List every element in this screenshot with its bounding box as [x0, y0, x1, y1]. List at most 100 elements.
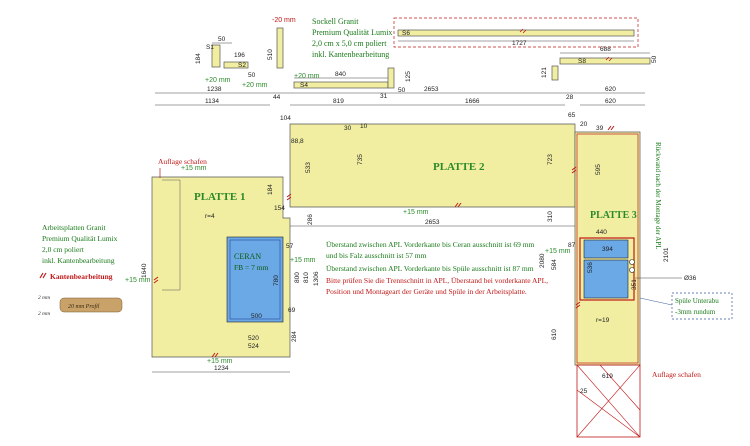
s4-end: 50	[398, 87, 406, 94]
dim-p1-520: 520	[248, 335, 259, 342]
s4-length: 840	[335, 71, 346, 78]
edge-profile-sample	[59, 297, 123, 313]
s8-side: 121	[541, 67, 548, 78]
dim-top-2653: 2653	[424, 86, 439, 93]
dim-top-819: 819	[333, 98, 344, 105]
dim-sink-440: 440	[596, 229, 607, 236]
sockel-note-line-1: Sockell Granit	[312, 17, 359, 26]
plate-1-label: PLATTE 1	[194, 191, 245, 203]
overhang-p1-top: +15 mm	[181, 165, 207, 172]
dim-top-620b: 620	[605, 98, 616, 105]
dim-top-104: 104	[280, 115, 291, 122]
s1-overhang-a: +20 mm	[205, 77, 231, 84]
s1-width: 196	[234, 52, 245, 59]
s8-length: 688	[600, 46, 611, 53]
sink-note-box	[671, 292, 733, 320]
sockel-s1	[211, 44, 221, 68]
overhang-p2-front: +15 mm	[403, 209, 429, 216]
material-note-line-3: 2,0 cm poliert	[42, 245, 85, 254]
dim-top-1134: 1134	[205, 98, 219, 105]
dim-sink-536: 536	[587, 262, 594, 273]
dim-top-28: 28	[566, 94, 574, 101]
cooktop-name: CERAN	[234, 252, 261, 261]
edge-mark	[605, 56, 613, 62]
sockel-note-line-3: 2,0 cm x 5,0 cm poliert	[312, 39, 387, 48]
s8-label: S8	[578, 58, 586, 65]
dim-p1-524: 524	[248, 343, 259, 350]
dim-p2-735: 735	[357, 154, 364, 165]
dim-p3-351: 351	[631, 279, 638, 290]
dim-p1-1640: 1640	[141, 263, 148, 278]
dim-sink-394: 394	[602, 246, 613, 253]
info-green-3: Überstand zwischen APL Vorderkante bis S…	[326, 264, 534, 273]
dim-top-620a: 620	[605, 86, 616, 93]
s1-top-width: 50	[218, 36, 226, 43]
edge-marks	[153, 125, 615, 358]
plate-3-inner-outline	[576, 133, 639, 364]
sink-note-line-1: Spüle Unterabu	[675, 297, 719, 305]
s8-height: 50	[651, 55, 658, 63]
sink-radius: r=19	[596, 317, 610, 324]
edge-legend-icon	[39, 272, 47, 279]
support-region-right	[576, 364, 641, 438]
sink-note-leader	[639, 297, 673, 306]
sockel-s8-return	[551, 65, 559, 81]
info-green-1: Überstand zwischen APL Vorderkante bis C…	[326, 240, 535, 249]
dim-p3-tap-hole: Ø36	[684, 275, 697, 282]
s4-side: 125	[405, 71, 412, 82]
dim-support-25: 25	[580, 388, 588, 395]
dim-p2-2653: 2653	[425, 219, 440, 226]
info-green-2: und bis Falz ausschnitt ist 57 mm	[326, 251, 427, 260]
plate-2-label: PLATTE 2	[433, 161, 485, 173]
top-small-overhang: -20 mm	[272, 17, 296, 24]
dim-p2-20: 20	[580, 121, 588, 128]
wall-note: Rückwand nach der Montage der APL	[654, 142, 662, 250]
dim-p1-284: 284	[291, 331, 298, 342]
tap-hole	[629, 267, 635, 273]
dim-top-1666: 1666	[465, 98, 480, 105]
info-red-1: Bitte prüfen Sie die Trennschnitt in APL…	[326, 276, 548, 285]
s1-label: S1	[206, 44, 214, 51]
material-note-line-2: Premium Qualität Lumix	[42, 234, 118, 243]
dim-p2-65: 65	[568, 112, 576, 119]
sink-main-bowl	[583, 259, 629, 299]
dim-cooktop-500: 500	[251, 313, 262, 320]
dim-top-44: 44	[273, 94, 281, 101]
overhang-p1-bottom: +15 mm	[207, 358, 233, 365]
s6-highlight-frame	[393, 17, 639, 48]
dim-p1-69: 69	[288, 307, 296, 314]
dim-p3-2080: 2080	[539, 253, 546, 268]
dim-p3-2101: 2101	[663, 247, 670, 262]
dim-top-1238: 1238	[207, 86, 222, 93]
sockel-vertical-length: 510	[267, 49, 274, 60]
edge-profile-dim-a: 2 mm	[38, 295, 50, 301]
cooktop-cutout	[226, 236, 284, 323]
dim-p1-184: 184	[267, 184, 274, 195]
sink-note-line-2: -3mm rundum	[675, 308, 716, 316]
dim-p1-1306: 1306	[313, 271, 320, 286]
cooktop-radius: r=4	[205, 213, 215, 220]
dim-p1-800: 800	[294, 272, 301, 283]
plate-1-support-zone	[162, 179, 181, 291]
s6-length: 1727	[512, 40, 527, 47]
cooktop-rebate-depth: FB = 7 mm	[234, 263, 269, 272]
plate-3-label: PLATTE 3	[590, 210, 637, 221]
material-note-line-1: Arbeitsplatten Granit	[42, 223, 106, 232]
dim-sink-87: 87	[568, 242, 576, 249]
overhang-p1-right: +15 mm	[290, 257, 316, 264]
dim-p2-39: 39	[596, 125, 604, 132]
edge-mark	[519, 28, 527, 34]
s1-bottom: 50	[248, 72, 256, 79]
support-hatch	[576, 364, 641, 438]
s4-offset: 31	[380, 93, 388, 100]
s1-height: 184	[195, 53, 202, 64]
dim-p2-10: 10	[360, 123, 368, 130]
support-left-label: Auflage schafen	[158, 157, 207, 166]
dim-cooktop-780: 780	[273, 275, 280, 286]
s6-label: S6	[402, 30, 410, 37]
sockel-note: Sockell Granit Premium Qualität Lumix 2,…	[312, 17, 392, 59]
edge-legend-label: Kantenbearbeitung	[50, 272, 113, 281]
edge-profile-label: 20 mm Profil	[68, 303, 100, 310]
sockel-s4	[293, 81, 389, 89]
